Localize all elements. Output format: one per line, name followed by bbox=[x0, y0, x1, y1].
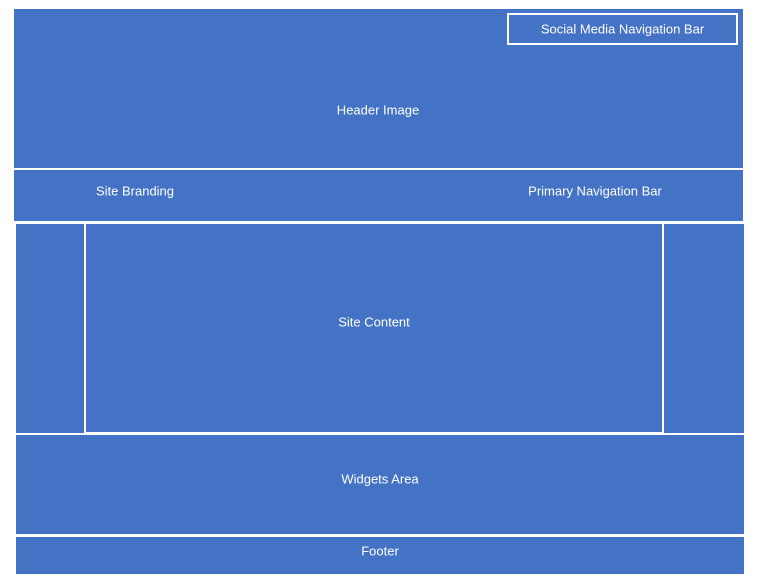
primary-navigation-bar-label: Primary Navigation Bar bbox=[528, 183, 662, 199]
right-sidebar bbox=[664, 224, 744, 433]
branding-navigation-row: Site Branding Primary Navigation Bar bbox=[14, 170, 743, 221]
footer-label: Footer bbox=[361, 543, 399, 559]
site-branding-label: Site Branding bbox=[95, 183, 175, 199]
social-media-navigation-bar: Social Media Navigation Bar bbox=[507, 13, 738, 45]
left-sidebar bbox=[16, 224, 84, 433]
site-content-label: Site Content bbox=[338, 314, 410, 330]
site-content-block: Site Content bbox=[84, 222, 664, 434]
widgets-area-label: Widgets Area bbox=[341, 471, 419, 487]
footer-block: Footer bbox=[16, 537, 744, 574]
social-media-navigation-bar-label: Social Media Navigation Bar bbox=[540, 21, 705, 37]
widgets-area-block: Widgets Area bbox=[16, 435, 744, 534]
header-image-label: Header Image bbox=[336, 102, 420, 118]
header-image-block: Social Media Navigation Bar Header Image bbox=[14, 9, 743, 168]
